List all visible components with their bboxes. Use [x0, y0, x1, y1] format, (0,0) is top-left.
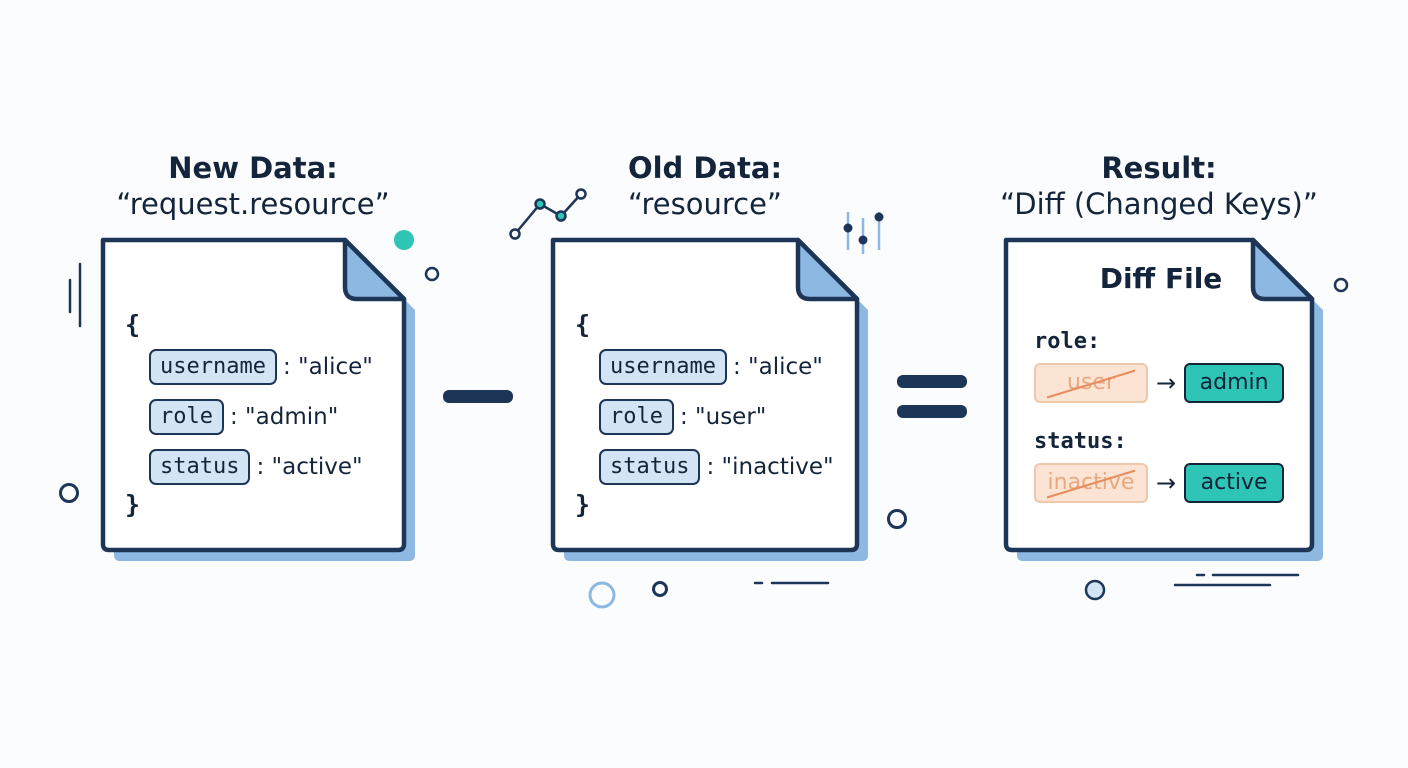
minus-operator	[443, 390, 513, 403]
equals-operator-bottom	[897, 405, 967, 418]
key-status: status	[599, 449, 701, 485]
new-data-heading: New Data: “request.resource”	[23, 150, 483, 222]
result-title: Result:	[1101, 151, 1217, 185]
value-username: : "alice"	[732, 354, 823, 380]
decor-ring	[1084, 579, 1106, 601]
new-data-document: { username : "alice" role : "admin" stat…	[103, 240, 413, 554]
diff-row-status: inactive → active	[1034, 463, 1285, 503]
decor-ring	[588, 581, 616, 609]
decor-dot	[394, 230, 414, 250]
open-brace: {	[125, 310, 141, 339]
field-row-username: username : "alice"	[599, 348, 823, 386]
field-row-role: role : "admin"	[149, 398, 338, 436]
decor-ring	[1333, 277, 1349, 293]
value-username: : "alice"	[282, 354, 373, 380]
new-data-title: New Data:	[168, 151, 338, 185]
key-status: status	[149, 449, 251, 485]
field-row-status: status : "inactive"	[599, 448, 834, 486]
decor-ring	[652, 581, 668, 597]
old-data-subtitle: “resource”	[628, 187, 782, 221]
decor-ring	[424, 266, 440, 282]
field-row-username: username : "alice"	[149, 348, 373, 386]
arrow-right-icon: →	[1156, 469, 1177, 497]
diff-file-title: Diff File	[1099, 262, 1223, 295]
decor-ring	[887, 509, 907, 529]
value-status: : "active"	[256, 454, 363, 480]
equals-operator-top	[897, 375, 967, 388]
diff-key-status: status:	[1034, 429, 1127, 454]
key-role: role	[599, 399, 674, 435]
diff-row-role: user → admin	[1034, 363, 1285, 403]
key-username: username	[149, 349, 277, 385]
diff-key-role: role:	[1034, 329, 1101, 354]
old-value-status: inactive	[1034, 463, 1148, 503]
arrow-right-icon: →	[1156, 369, 1177, 397]
old-data-document: { username : "alice" role : "user" statu…	[553, 240, 863, 554]
value-role: : "admin"	[229, 404, 339, 430]
new-value-status: active	[1184, 463, 1285, 503]
new-value-role: admin	[1184, 363, 1285, 403]
result-heading: Result: “Diff (Changed Keys)”	[929, 150, 1389, 222]
line-graph-icon	[509, 188, 587, 240]
open-brace: {	[575, 310, 591, 339]
new-data-subtitle: “request.resource”	[116, 187, 390, 221]
field-row-status: status : "active"	[149, 448, 363, 486]
old-data-heading: Old Data: “resource”	[475, 150, 935, 222]
key-role: role	[149, 399, 224, 435]
close-brace: }	[125, 490, 141, 519]
key-username: username	[599, 349, 727, 385]
old-value-role: user	[1034, 363, 1148, 403]
value-role: : "user"	[679, 404, 767, 430]
result-subtitle: “Diff (Changed Keys)”	[1000, 187, 1318, 221]
field-row-role: role : "user"	[599, 398, 766, 436]
old-data-title: Old Data:	[627, 151, 783, 185]
sliders-icon	[843, 212, 884, 254]
decor-ring	[59, 483, 79, 503]
value-status: : "inactive"	[706, 454, 834, 480]
diff-document: Diff File role: user → admin status: ina…	[1006, 240, 1316, 554]
close-brace: }	[575, 490, 591, 519]
